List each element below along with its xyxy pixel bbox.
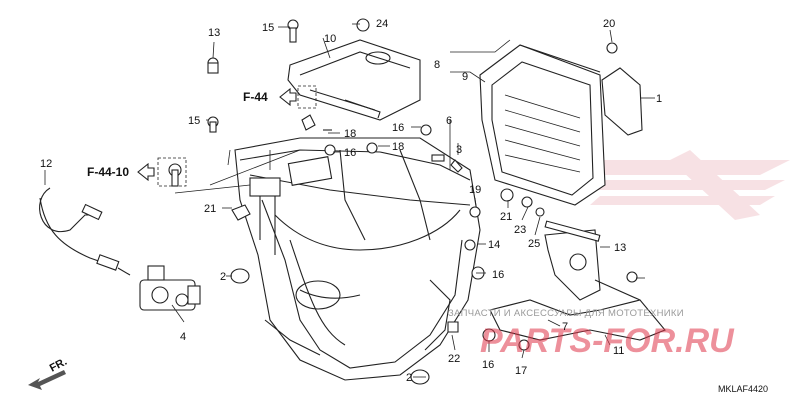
leader-lines (44, 23, 655, 378)
reference-f-44-10: F-44-10 (87, 157, 187, 187)
part-label-18a: 18 (392, 141, 404, 153)
air-cleaner-element (479, 44, 606, 206)
part-label-16c: 16 (482, 359, 494, 371)
part-label-15: 15 (188, 115, 200, 127)
part-label-7: 8 (434, 59, 440, 71)
part-label-15b: 16 (492, 269, 504, 281)
ref-f-44-10-label: F-44-10 (87, 165, 129, 179)
cable (39, 187, 131, 276)
part-label-4: 4 (180, 331, 186, 343)
part-label-24: 25 (528, 238, 540, 250)
part-label-20: 21 (500, 211, 512, 223)
honda-wing-watermark (560, 150, 790, 220)
front-arrow: FR. (28, 356, 69, 390)
part-label-13: 13 (208, 27, 220, 39)
part-label-9: 10 (324, 33, 336, 45)
watermark-line1: ЗАПЧАСТИ И АКСЕССУАРЫ ДЛЯ МОТОТЕХНИКИ (448, 308, 684, 319)
diagram-code: MKLAF4420 (718, 384, 768, 394)
air-cleaner-housing (234, 137, 481, 381)
part-label-23: 24 (376, 18, 388, 30)
ref-f-44-label: F-44 (243, 90, 268, 104)
watermark-line2: PARTS-FOR.RU (480, 322, 735, 360)
link-assembly (139, 265, 201, 311)
reference-f-44: F-44 (243, 85, 317, 109)
bracket (489, 229, 666, 341)
part-label-14: 15 (262, 22, 274, 34)
part-label-3: 3 (456, 144, 462, 156)
part-label-16d: 17 (515, 365, 527, 377)
part-label-11: 12 (40, 158, 52, 170)
part-label-22: 23 (514, 224, 526, 236)
part-labels: 1 2 2 6 3 3 4 7 8 9 10 11 12 13 13 14 15… (40, 18, 662, 384)
part-label-8: 9 (462, 71, 468, 83)
part-label-21a: 21 (204, 203, 216, 215)
part-label-18b: 19 (469, 184, 481, 196)
air-cleaner-cover (287, 39, 421, 121)
part-label-17: 18 (344, 128, 356, 140)
part-label-13b: 14 (488, 239, 500, 251)
part-label-21b: 22 (448, 353, 460, 365)
part-label-6: 7 (562, 321, 568, 333)
part-label-2: 2 (220, 271, 226, 283)
part-label-12: 13 (614, 242, 626, 254)
part-label-16b: 16 (344, 147, 356, 159)
part-label-16a: 16 (392, 122, 404, 134)
part-label-19: 20 (603, 18, 615, 30)
part-label-5: 6 (446, 115, 452, 127)
part-label-2b: 2 (406, 372, 412, 384)
part-label-10: 11 (613, 345, 624, 357)
seal-ring (601, 67, 643, 136)
part-label-1: 1 (656, 93, 662, 105)
front-label: FR. (48, 356, 69, 375)
